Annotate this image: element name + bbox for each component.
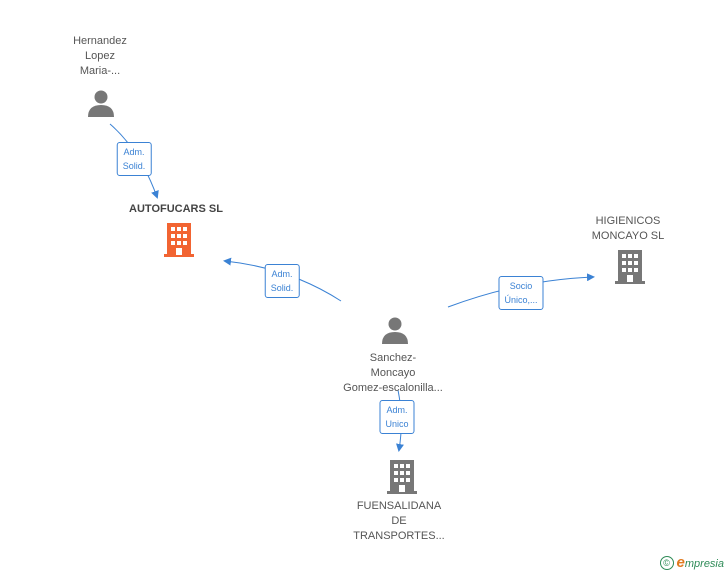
building-icon[interactable]: [387, 460, 417, 494]
node-higienicos-label[interactable]: HIGIENICOS MONCAYO SL: [592, 214, 665, 244]
node-higienicos-line-1: HIGIENICOS: [595, 215, 661, 227]
person-icon[interactable]: [381, 316, 409, 344]
node-sanchez-line-3: Gomez-escalonilla...: [343, 382, 443, 394]
edge-label-line-2: Único,...: [504, 295, 538, 305]
node-hernandez-line-3: Maria-...: [79, 65, 121, 77]
brand-logo: empresia: [677, 554, 724, 571]
node-sanchez-line-1: Sanchez-: [369, 352, 417, 364]
edge-label-sanchez-fuensalidana[interactable]: Adm. Unico: [379, 400, 415, 434]
person-icon[interactable]: [87, 89, 115, 117]
node-hernandez-label[interactable]: Hernandez Lopez Maria-...: [73, 34, 127, 79]
node-sanchez-line-2: Moncayo: [370, 367, 416, 379]
edge-label-line-1: Adm.: [386, 405, 408, 415]
node-fuensalidana-line-3: TRANSPORTES...: [353, 530, 445, 542]
building-icon[interactable]: [164, 223, 194, 257]
brand-initial: e: [676, 554, 685, 571]
edge-label-line-1: Adm.: [271, 269, 293, 279]
edge-label-hernandez-autofucars[interactable]: Adm. Solid.: [116, 142, 152, 176]
footer-brand[interactable]: © empresia: [659, 554, 724, 571]
edge-label-line-2: Solid.: [270, 283, 294, 293]
edge-label-line-1: Socio: [509, 281, 533, 291]
edge-label-line-1: Adm.: [123, 147, 145, 157]
copyright-icon: ©: [659, 555, 674, 570]
node-fuensalidana-line-2: DE: [391, 515, 407, 527]
node-autofucars-line-1: AUTOFUCARS SL: [129, 203, 223, 215]
node-fuensalidana-line-1: FUENSALIDANA: [356, 500, 442, 512]
brand-rest: mpresia: [684, 558, 724, 570]
edge-label-sanchez-autofucars[interactable]: Adm. Solid.: [264, 264, 300, 298]
edge-label-line-2: Solid.: [122, 161, 146, 171]
node-hernandez-line-1: Hernandez: [73, 35, 127, 47]
edge-label-sanchez-higienicos[interactable]: Socio Único,...: [498, 276, 544, 310]
edge-label-line-2: Unico: [385, 419, 409, 429]
building-icon[interactable]: [615, 250, 645, 284]
node-sanchez-label[interactable]: Sanchez- Moncayo Gomez-escalonilla...: [343, 351, 443, 396]
node-hernandez-line-2: Lopez: [85, 50, 115, 62]
node-higienicos-line-2: MONCAYO SL: [591, 230, 665, 242]
node-fuensalidana-label[interactable]: FUENSALIDANA DE TRANSPORTES...: [353, 499, 444, 544]
node-autofucars-label[interactable]: AUTOFUCARS SL: [129, 202, 223, 217]
